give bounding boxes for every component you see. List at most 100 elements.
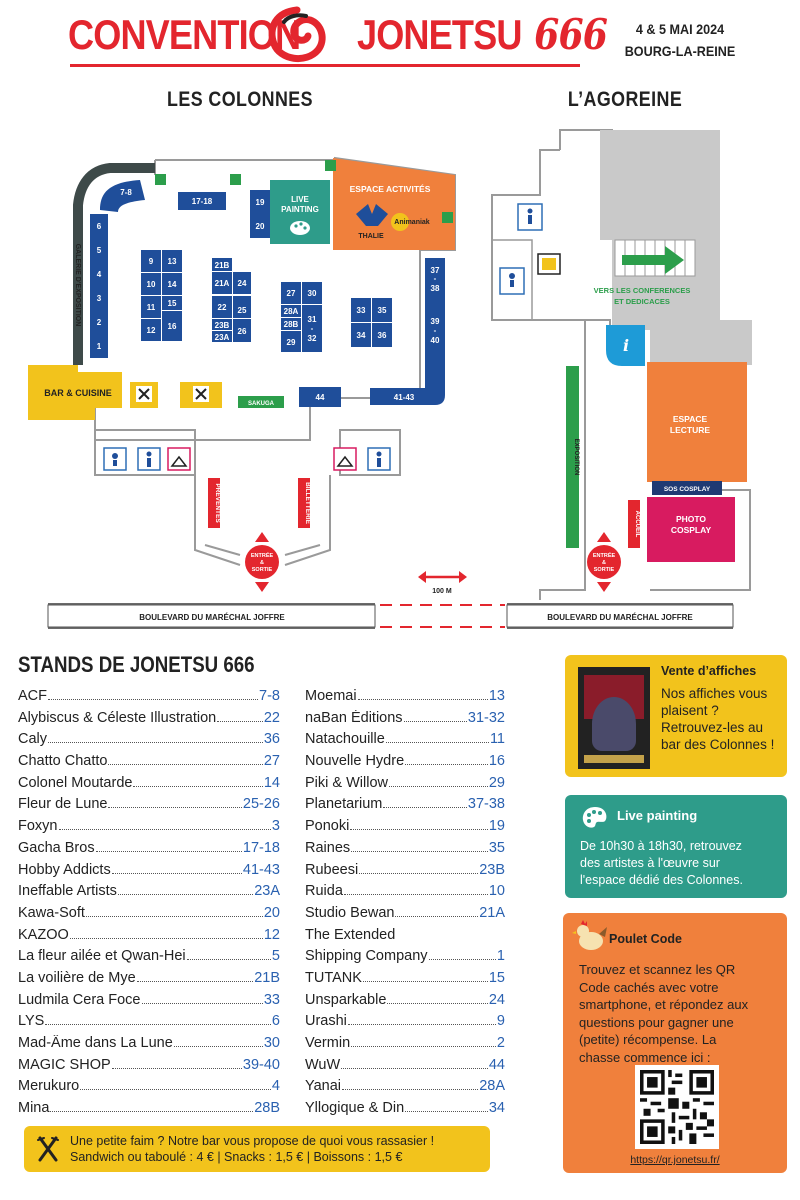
stand-name: naBan Éditions: [305, 709, 403, 726]
stand-1: 1: [97, 342, 102, 351]
stand-32: 32: [308, 334, 317, 343]
stand-name: MAGIC SHOP: [18, 1056, 111, 1073]
stand-entry: The Extended: [305, 927, 505, 949]
leader-dots: [350, 829, 488, 831]
leader-dots: [343, 894, 488, 896]
stand-40: 40: [431, 336, 440, 345]
stand-number: 34: [488, 1100, 505, 1117]
live-body: De 10h30 à 18h30, retrouvez des artistes…: [580, 838, 743, 889]
stand-number: 39-40: [242, 1056, 280, 1073]
venue-colonnes: LES COLONNES: [167, 88, 313, 111]
stand-name: Ruida: [305, 883, 343, 900]
stand-14: 14: [168, 280, 177, 289]
stand-27: 27: [287, 289, 296, 298]
leader-dots: [428, 959, 496, 961]
leader-dots: [50, 1111, 254, 1113]
poulet-url-link[interactable]: https://qr.jonetsu.fr/: [630, 1154, 720, 1166]
card-live-painting: Live painting De 10h30 à 18h30, retrouve…: [565, 795, 787, 898]
stand-name: Ineffable Artists: [18, 883, 117, 900]
leader-dots: [385, 742, 489, 744]
stands-left-column: 6 5 4 3 2 1: [90, 214, 108, 358]
stands-title: STANDS DE JONETSU 666: [18, 652, 255, 677]
stand-number: 21B: [254, 969, 280, 986]
stand-name: Alybiscus & Céleste Illustration: [18, 709, 217, 726]
gallery-wall: [73, 163, 155, 365]
chicken-icon: [572, 920, 607, 950]
bar-cuisine-area: [28, 365, 122, 420]
boulevard-right-label: BOULEVARD DU MARÉCHAL JOFFRE: [547, 613, 693, 622]
stand-29: 29: [287, 338, 296, 347]
leader-dots: [108, 764, 263, 766]
leader-dots: [173, 1046, 263, 1047]
leader-dots: [111, 872, 242, 874]
stand-number: 13: [488, 688, 505, 704]
stand-9: 9: [149, 257, 154, 266]
distance-arrow-icon: [418, 571, 467, 583]
food-line-1: Une petite faim ? Notre bar vous propose…: [70, 1134, 435, 1148]
food-icon: [193, 386, 209, 402]
stand-name: Mina: [18, 1100, 50, 1117]
stand-number: 4: [271, 1078, 280, 1095]
stand-name: Fleur de Lune: [18, 796, 108, 813]
stand-name: TUTANK: [305, 969, 362, 986]
stand-33: 33: [357, 306, 366, 315]
leader-dots: [85, 915, 263, 917]
stand-20: 20: [256, 222, 265, 231]
stand-name: Merukuro: [18, 1078, 80, 1095]
stand-number: 36: [263, 731, 280, 748]
entree-label-3: SORTIE: [252, 567, 273, 573]
stand-21a: 21A: [215, 279, 230, 288]
leader-dots: [111, 1067, 242, 1069]
leader-dots: [341, 1067, 488, 1069]
cutlery-icon: [37, 1136, 59, 1162]
accessible-toilet-icon: [499, 267, 525, 295]
bar-cuisine-label: BAR & CUISINE: [44, 388, 112, 398]
leader-dots: [359, 872, 479, 874]
leader-dots: [403, 720, 467, 722]
stand-name: Chatto Chatto: [18, 753, 108, 770]
stand-12: 12: [147, 326, 156, 335]
photo-cosplay-label-1: PHOTO: [676, 514, 706, 524]
affiches-line: plaisent ?: [661, 703, 719, 718]
leader-dots: [45, 1024, 271, 1026]
stand-21b: 21B: [215, 261, 230, 270]
stand-name: Colonel Moutarde: [18, 774, 133, 791]
leader-dots: [133, 785, 263, 787]
toilet-icon: [517, 203, 543, 231]
entree-label-2: &: [260, 560, 264, 566]
entree-right-label-2: &: [602, 560, 606, 566]
poulet-line: questions pour gagner une: [579, 1014, 734, 1030]
photo-cosplay-area: [647, 497, 735, 562]
leader-dots: [351, 1046, 496, 1047]
stand-number: 28A: [479, 1078, 505, 1095]
city-text: BOURG-LA-REINE: [624, 43, 736, 59]
stand-number: 37-38: [467, 796, 505, 813]
stand-name: Natachouille: [305, 731, 385, 748]
stand-number: 5: [271, 948, 280, 965]
stand-name: Urashi: [305, 1013, 347, 1030]
affiches-title: Vente d’affiches: [661, 664, 757, 678]
stand-number: 16: [488, 753, 505, 770]
title-right: JONETSU: [356, 11, 522, 58]
poulet-line: (petite) récompense. La: [579, 1032, 717, 1047]
qr-code[interactable]: [635, 1065, 719, 1149]
stands-37-43-shape: [370, 258, 445, 405]
stand-4: 4: [97, 270, 102, 279]
leader-dots: [95, 850, 242, 852]
stand-7-8: 7-8: [120, 188, 132, 197]
venue-agoreine: L’AGOREINE: [567, 88, 683, 111]
emergency-exit-icon: [155, 160, 453, 223]
stand-number: 10: [488, 883, 505, 900]
stand-entry: Ruida 10: [305, 883, 505, 905]
